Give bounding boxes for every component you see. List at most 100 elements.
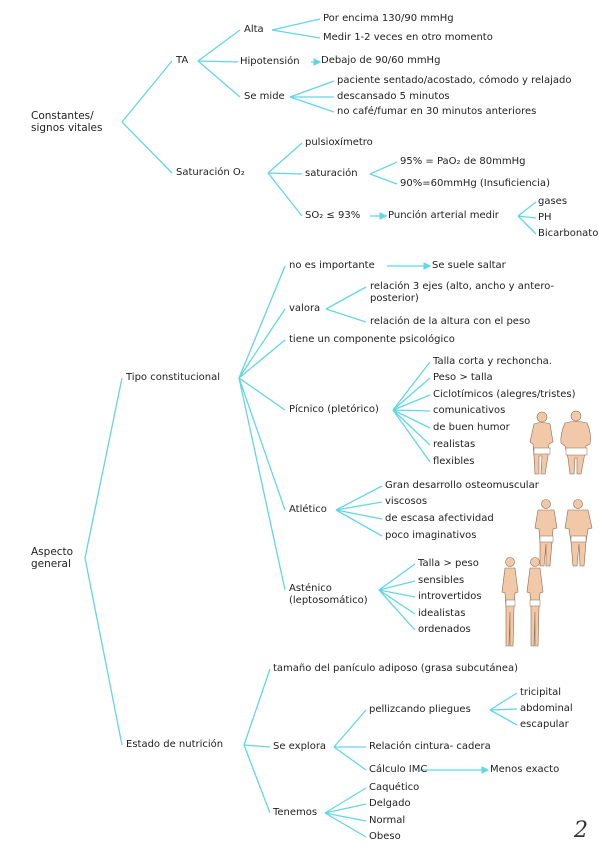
explora-connector-1 — [333, 709, 367, 748]
valora-item-1: relación 3 ejes (alto, ancho y antero- p… — [370, 281, 555, 304]
node-nutricion: Estado de nutrición — [126, 739, 224, 750]
atletico-item-4: poco imaginativos — [385, 530, 477, 541]
alta-connector-2 — [271, 29, 321, 39]
picnico-item-4: comunicativos — [433, 405, 506, 416]
sat-connector-1 — [369, 161, 398, 175]
picnico-connector-3 — [392, 394, 431, 411]
tenemos-item-1: Caquético — [369, 782, 420, 793]
semide-item-3: no café/fumar en 30 minutos anteriores — [337, 106, 537, 117]
atletico-item-2: viscosos — [385, 496, 428, 507]
aspecto-connector-2 — [84, 557, 123, 746]
ta-connector-2 — [197, 60, 239, 63]
tenemos-connector-3 — [324, 812, 367, 822]
astenico-connector-2 — [378, 580, 416, 591]
node-cintura: Relación cintura- cadera — [369, 741, 491, 752]
node-astenico: Asténico (leptosomático) — [289, 583, 368, 606]
saturacion-connector-3 — [267, 172, 303, 217]
node-se-explora: Se explora — [273, 741, 327, 752]
nutricion-connector-2 — [243, 744, 271, 748]
node-valora: valora — [289, 303, 321, 314]
atletico-item-1: Gran desarrollo osteomuscular — [385, 480, 539, 491]
hipotension-item: Debajo de 90/60 mmHg — [321, 55, 441, 66]
alta-connector-1 — [271, 18, 321, 31]
tenemos-item-4: Obeso — [369, 831, 401, 842]
constantes-connector-1 — [121, 60, 173, 123]
tipo-connector-2 — [238, 308, 286, 379]
puncion-item-3: Bicarbonato — [538, 228, 599, 239]
tenemos-connector-1 — [324, 787, 367, 814]
node-saturacion: Saturación O₂ — [176, 167, 245, 178]
node-pellizcando: pellizcando pliegues — [369, 704, 471, 715]
tipo-connector-6 — [238, 377, 286, 591]
semide-item-2: descansado 5 minutos — [337, 91, 450, 102]
atletico-figures-illustration — [534, 499, 593, 567]
node-constantes: Constantes/ signos vitales — [31, 110, 103, 134]
pellizcando-connector-3 — [489, 709, 518, 726]
node-paniculo: tamaño del panículo adiposo (grasa subcu… — [273, 663, 519, 674]
node-aspecto: Aspecto general — [31, 546, 74, 570]
astenico-item-5: ordenados — [418, 624, 471, 635]
picnico-item-6: realistas — [433, 439, 476, 450]
puncion-item-1: gases — [538, 196, 568, 207]
puncion-item-2: PH — [538, 212, 552, 223]
picnico-connector-7 — [392, 409, 431, 463]
valora-connector-1 — [325, 286, 367, 310]
explora-connector-3 — [333, 746, 367, 771]
node-ta: TA — [176, 55, 189, 66]
picnico-item-7: flexibles — [433, 456, 475, 467]
nutricion-connector-1 — [243, 668, 271, 746]
aspecto-connector-1 — [84, 377, 123, 559]
node-atletico: Atlético — [289, 504, 327, 515]
valora-connector-2 — [325, 308, 367, 323]
puncion-connector-3 — [517, 215, 537, 235]
astenico-item-1: Talla > peso — [418, 558, 479, 569]
picnico-item-3: Ciclotímicos (alegres/tristes) — [433, 389, 576, 400]
tenemos-connector-2 — [324, 803, 367, 814]
node-imc: Cálculo IMC — [369, 764, 428, 775]
atletico-item-3: de escasa afectividad — [385, 513, 494, 524]
saturacion-connector-1 — [267, 142, 303, 174]
sat-connector-2 — [369, 173, 398, 185]
tenemos-item-3: Normal — [369, 815, 406, 826]
atletico-connector-4 — [335, 509, 383, 537]
picnico-item-1: Talla corta y rechoncha. — [433, 356, 552, 367]
tenemos-connector-4 — [324, 812, 367, 838]
valora-item-2: relación de la altura con el peso — [370, 316, 531, 327]
picnico-connector-4 — [392, 409, 431, 412]
picnico-item-2: Peso > talla — [433, 372, 493, 383]
picnico-item-5: de buen humor — [433, 422, 510, 433]
page-number: 2 — [574, 818, 588, 843]
node-hipotension: Hipotensión — [240, 56, 300, 67]
node-se-mide: Se mide — [244, 91, 285, 102]
astenico-item-3: introvertidos — [418, 591, 482, 602]
node-pulsioximetro: pulsioxímetro — [305, 137, 373, 148]
constantes-connector-2 — [121, 121, 173, 174]
semide-item-1: paciente sentado/acostado, cómodo y rela… — [337, 75, 572, 86]
picnico-connector-6 — [392, 409, 431, 446]
astenico-figures-illustration — [501, 557, 544, 647]
saturacion-connector-2 — [267, 172, 303, 175]
astenico-item-4: idealistas — [418, 608, 466, 619]
node-psicologico: tiene un componente psicológico — [289, 334, 455, 345]
alta-item-2: Medir 1-2 veces en otro momento — [323, 32, 493, 43]
node-so2: SO₂ ≤ 93% — [305, 210, 361, 221]
semide-connector-3 — [289, 96, 335, 113]
node-alta: Alta — [244, 24, 264, 35]
pellizcando-connector-2 — [489, 708, 518, 711]
alta-item-1: Por encima 130/90 mmHg — [323, 13, 454, 24]
sat-item-2: 90%=60mmHg (Insuficiencia) — [400, 178, 550, 189]
astenico-connector-5 — [378, 589, 416, 631]
tipo-connector-4 — [238, 377, 286, 411]
sat-item-1: 95% = PaO₂ de 80mmHg — [400, 156, 526, 167]
semide-connector-1 — [289, 80, 335, 98]
astenico-connector-1 — [378, 563, 416, 591]
node-menos-exacto: Menos exacto — [490, 764, 560, 775]
node-no-importante: no es importante — [289, 260, 375, 271]
tipo-connector-5 — [238, 377, 286, 511]
atletico-connector-2 — [335, 501, 383, 511]
puncion-connector-1 — [517, 201, 537, 217]
picnico-figures-illustration — [529, 410, 591, 475]
node-tenemos: Tenemos — [273, 807, 318, 818]
ta-connector-1 — [197, 29, 241, 62]
pliegue-item-2: abdominal — [520, 703, 573, 714]
